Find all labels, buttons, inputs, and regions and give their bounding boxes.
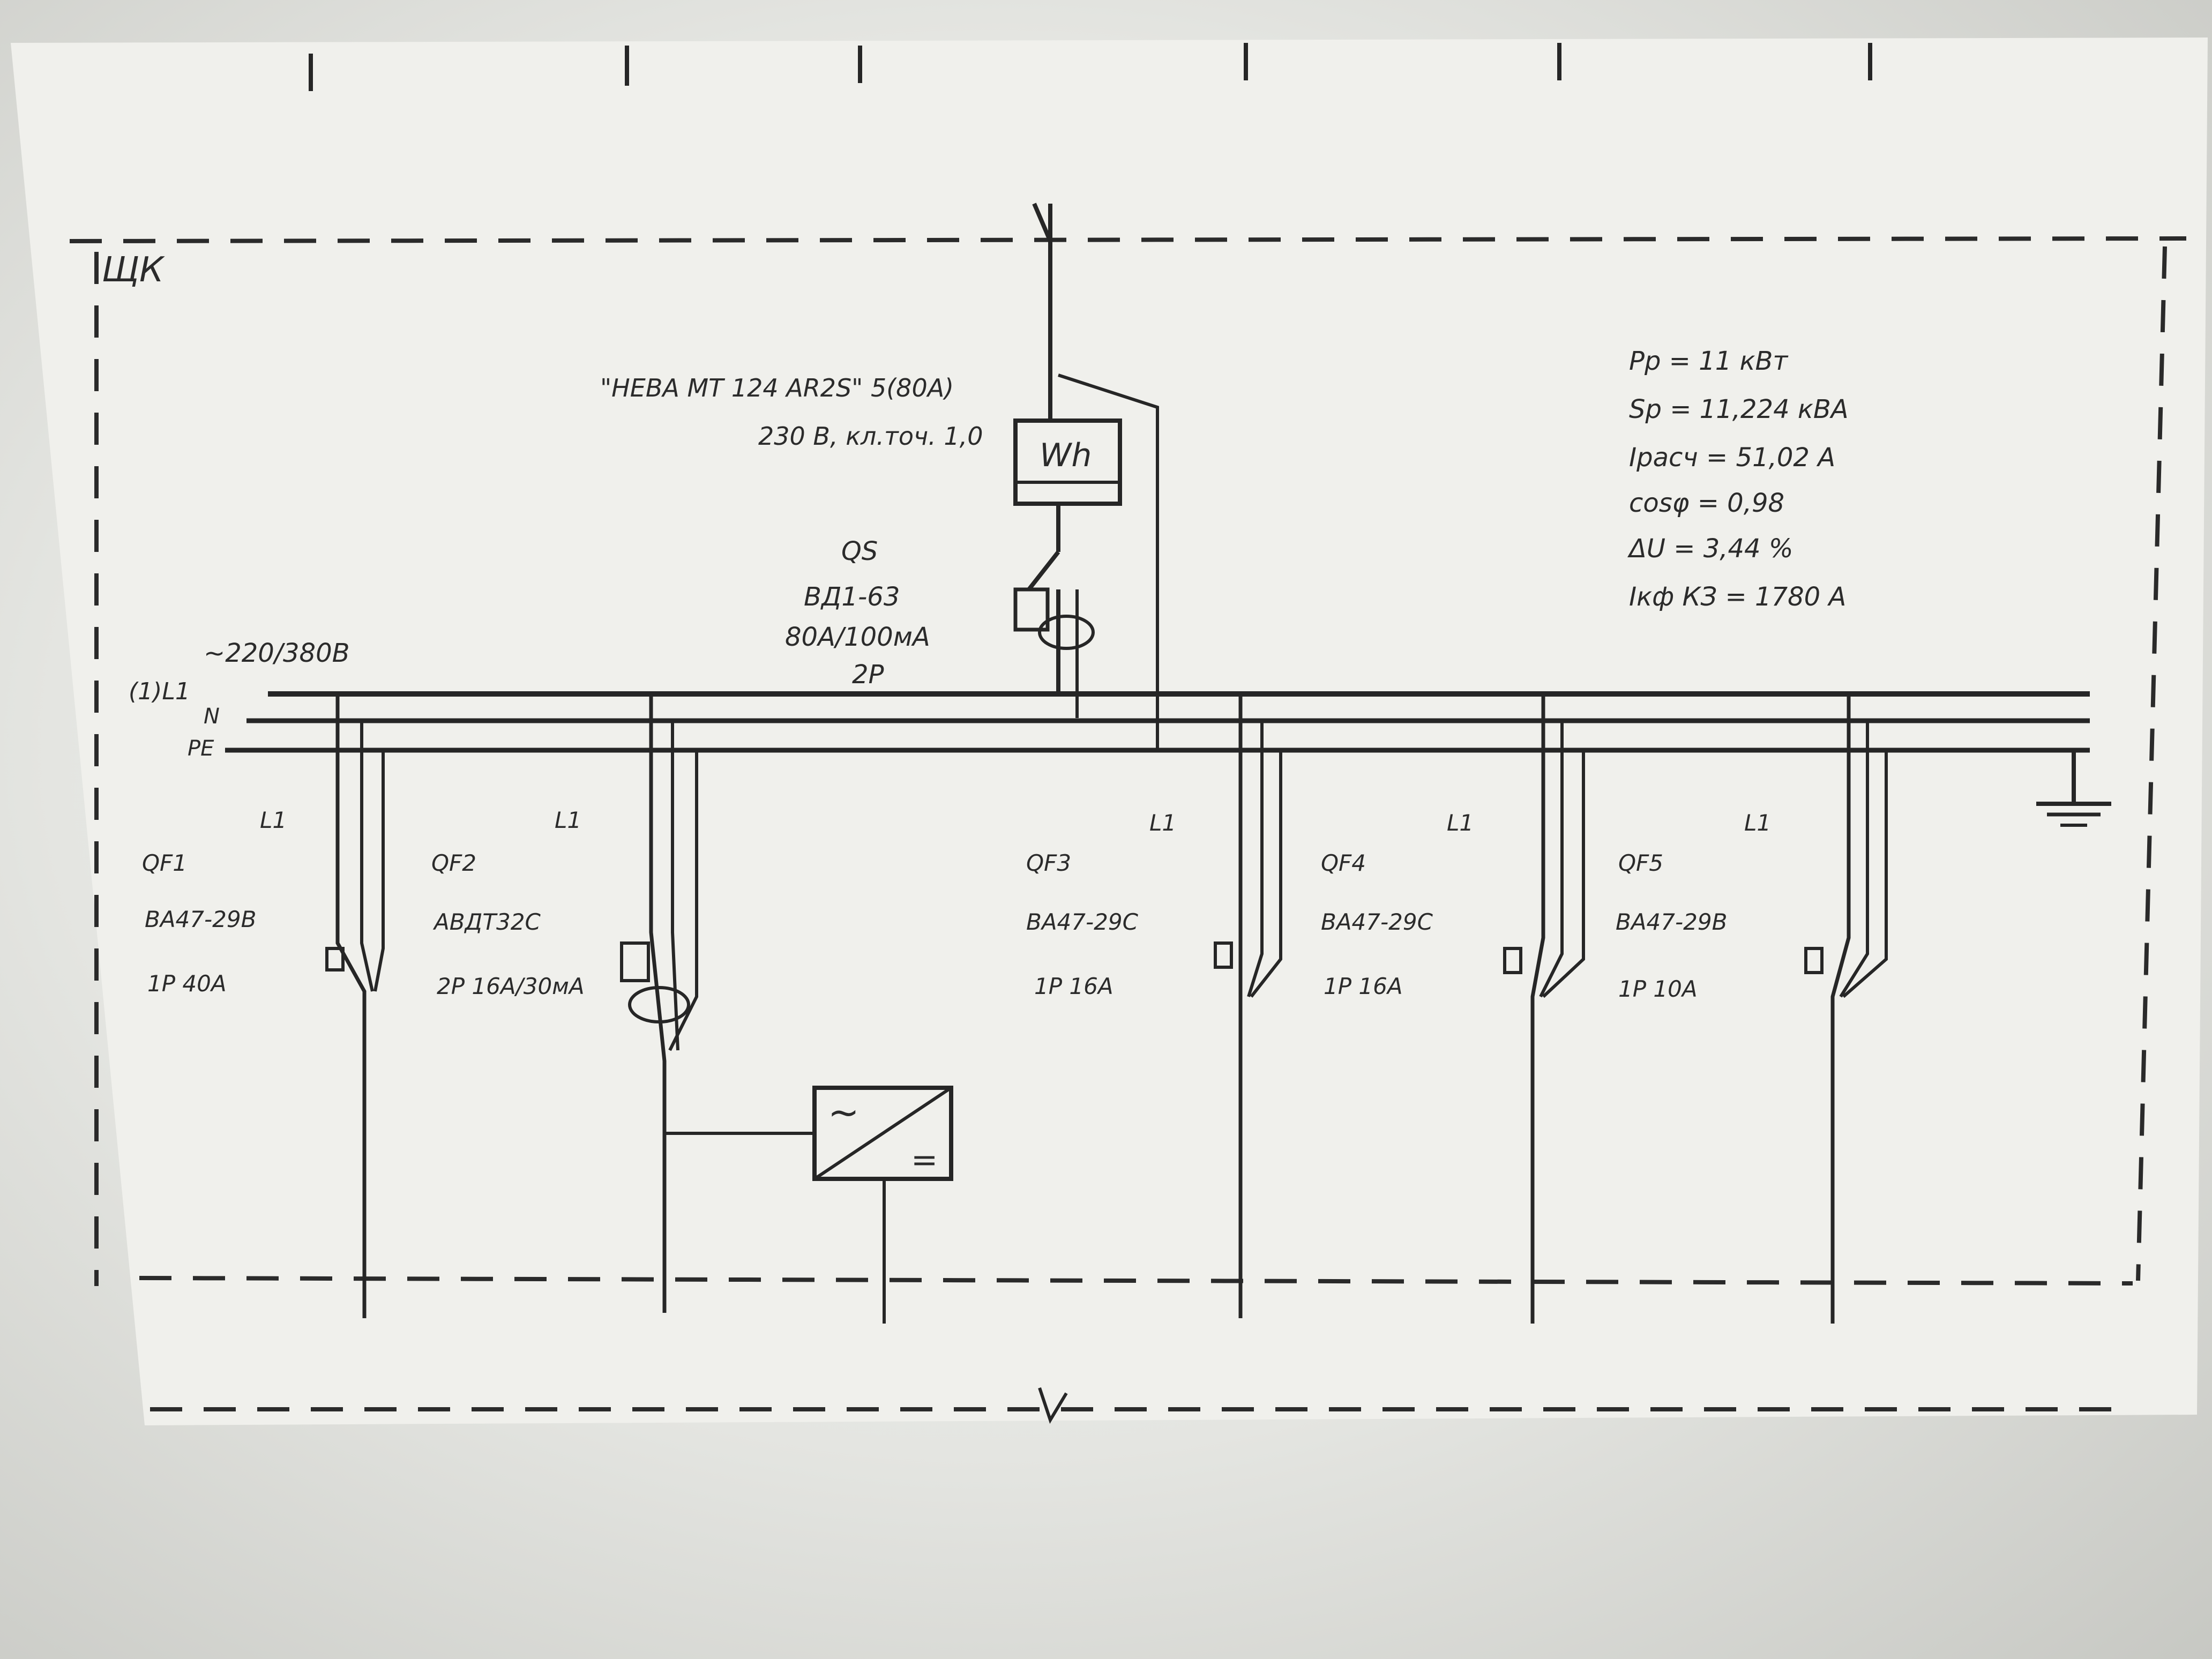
feeder-id: QF3 (1026, 850, 1071, 876)
feeder-qf1 (325, 694, 385, 1318)
converter-dc: = (911, 1141, 938, 1179)
feeder-rating: 1Р 10А (1618, 976, 1698, 1002)
feeder-id: QF1 (142, 850, 187, 876)
supply-n-label: N (204, 704, 220, 729)
meter-symbol: Wh (1040, 437, 1092, 474)
top-ruler (309, 43, 1872, 91)
main-switch-rating: 80А/100мА (785, 622, 930, 652)
feeder-qf4 (1503, 694, 1585, 1324)
feeder-labels-qf2: L1 QF2 АВДТ32С 2Р 16А/30мА (431, 807, 585, 999)
feeder-rating: 1Р 16А (1034, 973, 1114, 999)
feeder-id: QF4 (1321, 850, 1366, 876)
feeder-model: ВА47-29В (1616, 909, 1727, 935)
feeder-qf5 (1804, 694, 1888, 1324)
panel-enclosure (69, 236, 2187, 1411)
feeder-phase: L1 (555, 807, 581, 833)
param-sr: Sр = 11,224 кВА (1629, 394, 1849, 424)
feeder-id: QF2 (431, 850, 476, 876)
feeder-model: ВА47-29С (1321, 909, 1433, 935)
feeder-phase: L1 (1744, 810, 1771, 836)
param-pr: Рр = 11 кВт (1629, 346, 1789, 376)
param-i: Iрасч = 51,02 А (1629, 443, 1835, 473)
converter-icon: ~ = (812, 1086, 953, 1324)
supply-voltage: ~220/380В (204, 638, 350, 668)
feeder-rating: 1Р 40А (147, 970, 227, 997)
main-switch-poles: 2Р (852, 660, 884, 690)
param-ikz: Iкф КЗ = 1780 А (1629, 582, 1846, 612)
outgoing-mark (1038, 1387, 1068, 1424)
feeder-phase: L1 (260, 807, 287, 833)
feeder-model: АВДТ32С (432, 909, 541, 935)
supply-line-label: (1)L1 (129, 678, 190, 705)
main-switch-model: ВД1-63 (804, 582, 900, 612)
supply-pe-label: PE (188, 736, 214, 761)
feeder-labels-qf4: L1 QF4 ВА47-29С 1Р 16А (1321, 810, 1474, 999)
feeder-rating: 1Р 16А (1324, 973, 1403, 999)
main-switch-id: QS (841, 536, 878, 566)
feeder-phase: L1 (1447, 810, 1474, 836)
meter-spec: 230 В, кл.точ. 1,0 (758, 422, 983, 451)
meter-icon: Wh (1013, 419, 1122, 506)
feeder-qf2 (620, 694, 814, 1313)
busbars (225, 691, 2090, 804)
param-du: ΔU = 3,44 % (1627, 534, 1793, 564)
feeder-model: ВА47-29В (145, 906, 256, 932)
feeder-id: QF5 (1618, 850, 1663, 876)
calc-parameters: Рр = 11 кВт Sр = 11,224 кВА Iрасч = 51,0… (1627, 346, 1849, 612)
feeder-labels-qf1: L1 QF1 ВА47-29В 1Р 40А (142, 807, 287, 997)
param-cos: cosφ = 0,98 (1629, 488, 1784, 518)
feeder-labels-qf3: L1 QF3 ВА47-29С 1Р 16А (1026, 810, 1176, 999)
converter-ac: ~ (828, 1090, 860, 1134)
paper-sheet (11, 38, 2208, 1425)
meter-model: "НЕВА МТ 124 AR2S" 5(80А) (600, 373, 954, 402)
panel-name: ЩК (102, 250, 165, 290)
ground-icon (2036, 802, 2111, 827)
feeder-rating: 2Р 16А/30мА (437, 973, 585, 999)
feeder-qf3 (1214, 694, 1282, 1318)
feeder-phase: L1 (1149, 810, 1176, 836)
feeder-model: ВА47-29С (1026, 909, 1139, 935)
incoming-line (1032, 203, 1159, 750)
feeder-labels-qf5: L1 QF5 ВА47-29В 1Р 10А (1616, 810, 1771, 1002)
